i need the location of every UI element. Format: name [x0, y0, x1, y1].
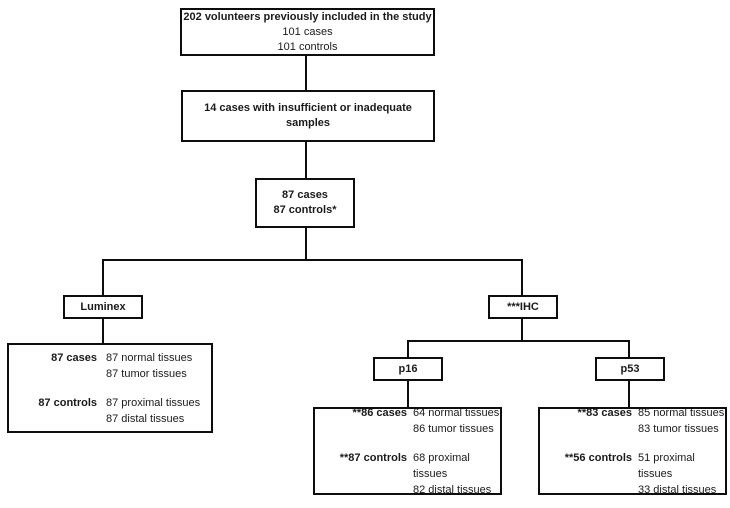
connector-line	[628, 381, 630, 407]
excluded-line1: 14 cases with insufficient or inadequate	[204, 102, 412, 114]
controls-label: 87 controls	[38, 396, 97, 409]
eligible-cases: 87 cases	[282, 189, 328, 201]
connector-line	[407, 340, 409, 357]
box-excluded-cases: 14 cases with insufficient or inadequate…	[181, 90, 435, 142]
cases-group: 87 cases 87 normal tissues 87 tumor tiss…	[9, 350, 211, 382]
cases-label: **86 cases	[352, 406, 407, 419]
ihc-label: ***IHC	[507, 300, 539, 313]
box-ihc: ***IHC	[488, 295, 558, 319]
connector-line	[305, 56, 307, 90]
connector-line	[102, 319, 104, 343]
value-line: 51 proximal tissues	[638, 451, 695, 480]
box-p16-detail: **86 cases 64 normal tissues 86 tumor ti…	[313, 405, 502, 498]
cases-label: 87 cases	[51, 351, 97, 364]
connector-line	[305, 228, 307, 261]
eligible-controls: 87 controls*	[273, 204, 337, 216]
connector-line	[102, 259, 104, 295]
box-p16: p16	[373, 357, 443, 381]
controls-group: **56 controls 51 proximal tissues 33 dis…	[540, 450, 725, 498]
connector-line	[407, 340, 630, 342]
value-line: 87 proximal tissues	[106, 396, 201, 409]
p16-label: p16	[398, 362, 418, 375]
box-p53: p53	[595, 357, 665, 381]
luminex-label: Luminex	[80, 300, 126, 313]
excluded-line2: samples	[285, 117, 331, 129]
box-initial-volunteers: 202 volunteers previously included in th…	[180, 8, 435, 56]
value-line: 82 distal tissues	[413, 483, 492, 496]
value-line: 83 tumor tissues	[638, 422, 719, 435]
cases-label: **83 cases	[577, 406, 632, 419]
connector-line	[102, 259, 523, 261]
value-line: 64 normal tissues	[413, 406, 500, 419]
value-line: 33 distal tissues	[638, 483, 717, 496]
connector-line	[305, 142, 307, 178]
connector-line	[628, 340, 630, 357]
initial-controls: 101 controls	[277, 40, 338, 53]
cases-group: **86 cases 64 normal tissues 86 tumor ti…	[315, 405, 500, 437]
cases-group: **83 cases 85 normal tissues 83 tumor ti…	[540, 405, 725, 437]
box-p53-detail: **83 cases 85 normal tissues 83 tumor ti…	[538, 405, 727, 498]
box-luminex-detail: 87 cases 87 normal tissues 87 tumor tiss…	[7, 343, 213, 433]
p53-label: p53	[620, 362, 640, 375]
cases-values: 85 normal tissues 83 tumor tissues	[638, 405, 724, 437]
value-line: 87 normal tissues	[106, 351, 193, 364]
value-line: 87 tumor tissues	[106, 367, 187, 380]
controls-values: 68 proximal tissues 82 distal tissues	[413, 450, 500, 498]
connector-line	[521, 259, 523, 295]
value-line: 87 distal tissues	[106, 412, 185, 425]
controls-label: **87 controls	[339, 451, 407, 464]
controls-values: 87 proximal tissues 87 distal tissues	[106, 395, 200, 427]
value-line: 85 normal tissues	[638, 406, 725, 419]
box-eligible: 87 cases 87 controls*	[255, 178, 355, 228]
cases-values: 64 normal tissues 86 tumor tissues	[413, 405, 499, 437]
connector-line	[521, 319, 523, 342]
value-line: 86 tumor tissues	[413, 422, 494, 435]
initial-cases: 101 cases	[282, 25, 333, 38]
initial-title: 202 volunteers previously included in th…	[183, 10, 432, 23]
controls-label: **56 controls	[564, 451, 632, 464]
controls-values: 51 proximal tissues 33 distal tissues	[638, 450, 725, 498]
box-luminex: Luminex	[63, 295, 143, 319]
controls-group: 87 controls 87 proximal tissues 87 dista…	[9, 395, 211, 427]
value-line: 68 proximal tissues	[413, 451, 470, 480]
cases-values: 87 normal tissues 87 tumor tissues	[106, 350, 192, 382]
controls-group: **87 controls 68 proximal tissues 82 dis…	[315, 450, 500, 498]
connector-line	[407, 381, 409, 407]
